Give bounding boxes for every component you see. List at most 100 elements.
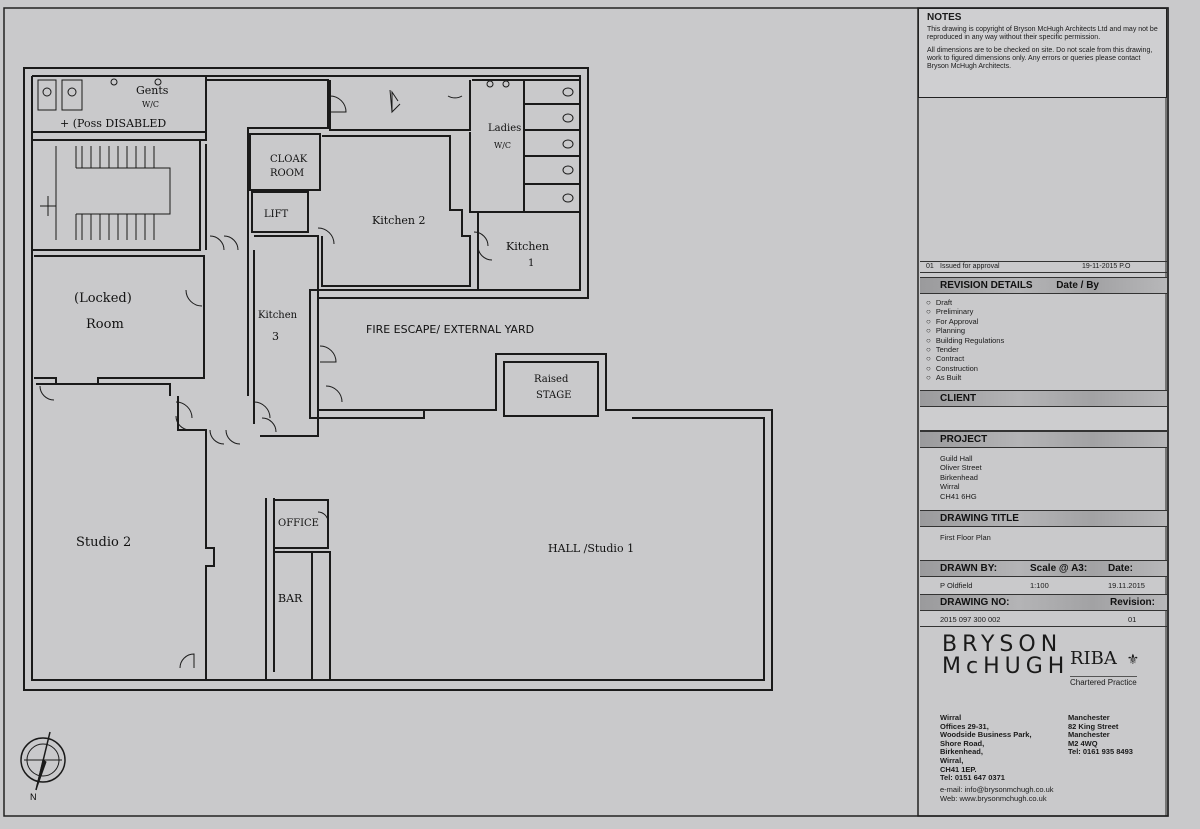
revision-status-item: As Built: [926, 373, 1004, 382]
sanitary-fittings: [37, 78, 574, 203]
revision-status-item: For Approval: [926, 317, 1004, 326]
room-labels: Gents W/C + (Poss DISABLED CLOAK ROOM LI…: [60, 84, 634, 605]
label-raised-1: Raised: [534, 374, 569, 385]
client-box: [920, 407, 1167, 431]
chartered-practice: Chartered Practice: [1070, 676, 1137, 687]
manchester-address-line: Tel: 0161 935 8493: [1068, 747, 1133, 757]
project-address-line: Wirral: [940, 482, 960, 492]
label-kitchen3-1: Kitchen: [258, 310, 298, 321]
revision-date-by-label: Date / By: [1056, 280, 1099, 291]
label-raised-2: STAGE: [536, 390, 571, 401]
wirral-address-line: Offices 29-31,: [940, 721, 989, 731]
riba-logo: RIBA ⚜: [1070, 648, 1139, 669]
wirral-address-line: Wirral,: [940, 755, 964, 765]
riba-crest-icon: ⚜: [1126, 652, 1140, 668]
drawing-no-label: DRAWING NO:: [940, 597, 1010, 608]
project-address-line: Oliver Street: [940, 463, 982, 473]
label-fire-escape: FIRE ESCAPE/ EXTERNAL YARD: [366, 323, 534, 336]
label-locked-1: (Locked): [74, 291, 132, 306]
practice-name-line1: BRYSON: [942, 632, 1063, 657]
label-bar: BAR: [278, 592, 303, 605]
revision-status-item: Preliminary: [926, 307, 1004, 316]
revision-entry-date: 19-11-2015 P.O: [1082, 263, 1131, 270]
revision-details-heading: REVISION DETAILS Date / By: [920, 277, 1167, 294]
wirral-title: Wirral: [940, 713, 962, 722]
project-label: PROJECT: [940, 434, 988, 445]
revision-details-label: REVISION DETAILS: [940, 280, 1033, 291]
practice-logo: BRYSON McHUGH: [942, 634, 1069, 678]
notes-copyright: This drawing is copyright of Bryson McHu…: [927, 26, 1158, 41]
drawing-number: 2015 097 300 002: [940, 615, 1001, 624]
revision-status-item: Contract: [926, 354, 1004, 363]
label-kitchen1-2: 1: [528, 258, 534, 269]
drawing-title-heading: DRAWING TITLE: [920, 510, 1167, 527]
revision-status-item: Planning: [926, 326, 1004, 335]
wirral-address-line: CH41 1EP.: [940, 764, 977, 774]
label-locked-2: Room: [86, 317, 124, 332]
drawn-by-name: P Oldfield: [940, 581, 973, 590]
label-ladies-wc: W/C: [494, 141, 511, 150]
scale-label: Scale @ A3:: [1030, 563, 1088, 574]
drawn-by-heading: DRAWN BY: Scale @ A3: Date:: [920, 560, 1167, 577]
drawing-title-value: First Floor Plan: [940, 533, 991, 542]
label-cloak-2: ROOM: [270, 168, 304, 179]
client-heading: CLIENT: [920, 390, 1167, 407]
manchester-address-line: Manchester: [1068, 730, 1110, 740]
drawing-no-heading: DRAWING NO: Revision:: [920, 594, 1167, 611]
label-gents-note: + (Poss DISABLED: [60, 117, 166, 130]
project-address-line: Birkenhead: [940, 472, 978, 482]
drawing-date: 19.11.2015: [1108, 581, 1145, 590]
label-office: OFFICE: [278, 518, 319, 529]
client-label: CLIENT: [940, 393, 977, 404]
drawing-revision: 01: [1128, 615, 1137, 624]
wirral-address-line: Tel: 0151 647 0371: [940, 773, 1005, 783]
revision-label: Revision:: [1109, 597, 1155, 608]
riba-text: RIBA: [1070, 648, 1117, 669]
revision-status-item: Building Regulations: [926, 336, 1004, 345]
revision-entry-number: 01: [926, 263, 934, 270]
label-cloak-1: CLOAK: [270, 154, 308, 165]
drawing-title-label: DRAWING TITLE: [940, 513, 1019, 524]
notes-box: NOTES This drawing is copyright of Bryso…: [918, 8, 1167, 98]
revision-status-item: Construction: [926, 364, 1004, 373]
door-swings: [39, 95, 493, 669]
date-label: Date:: [1108, 563, 1134, 574]
staircase: [40, 146, 171, 240]
revision-status-item: Tender: [926, 345, 1004, 354]
manchester-address-line: 82 King Street: [1068, 721, 1119, 731]
project-address-line: CH41 6HG: [940, 491, 977, 501]
wirral-office: Wirral Offices 29-31,Woodside Business P…: [940, 713, 1032, 783]
project-heading: PROJECT: [920, 431, 1167, 448]
practice-name-line2: McHUGH: [942, 654, 1070, 679]
label-ladies: Ladies: [488, 123, 521, 134]
notes-dimensions: All dimensions are to be checked on site…: [927, 47, 1153, 70]
divider: [920, 626, 1167, 627]
manchester-title: Manchester: [1068, 713, 1110, 722]
contact-details: e-mail: info@brysonmchugh.co.uk Web: www…: [940, 785, 1054, 803]
manchester-address-line: M2 4WQ: [1068, 738, 1098, 748]
revision-status-item: Draft: [926, 298, 1004, 307]
drawn-by-label: DRAWN BY:: [940, 563, 998, 574]
contact-email[interactable]: e-mail: info@brysonmchugh.co.uk: [940, 785, 1054, 794]
wirral-address-line: Woodside Business Park,: [940, 730, 1032, 740]
revision-status-list: DraftPreliminaryFor ApprovalPlanningBuil…: [926, 298, 1004, 383]
label-hall: HALL /Studio 1: [548, 542, 634, 555]
north-label: N: [30, 792, 37, 802]
label-kitchen2: Kitchen 2: [372, 214, 426, 227]
wirral-address-line: Shore Road,: [940, 738, 985, 748]
label-gents: Gents: [136, 84, 169, 97]
walls: [23, 67, 773, 691]
revision-entry-description: Issued for approval: [940, 263, 1000, 270]
drawing-scale: 1:100: [1030, 581, 1049, 590]
wirral-address-line: Birkenhead,: [940, 747, 983, 757]
label-kitchen3-2: 3: [272, 330, 279, 343]
contact-web[interactable]: Web: www.brysonmchugh.co.uk: [940, 793, 1047, 803]
label-gents-wc: W/C: [142, 100, 159, 109]
label-lift: LIFT: [264, 209, 289, 220]
notes-heading: NOTES: [927, 12, 962, 23]
label-kitchen1-1: Kitchen: [506, 240, 549, 253]
label-studio2: Studio 2: [76, 535, 131, 550]
